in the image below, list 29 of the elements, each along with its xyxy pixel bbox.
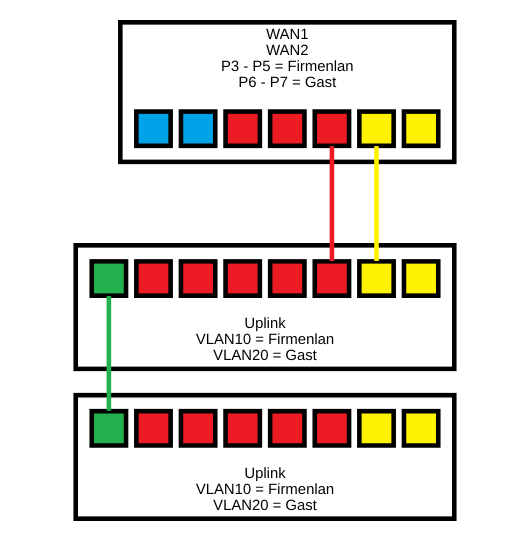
node-box bbox=[134, 259, 172, 298]
node-box bbox=[401, 109, 440, 148]
node-box bbox=[312, 408, 351, 448]
cluster: Uplink VLAN10 = Firmenlan VLAN20 = Gast bbox=[72, 392, 456, 521]
cluster: Uplink VLAN10 = Firmenlan VLAN20 = Gast bbox=[72, 243, 456, 372]
node-box bbox=[267, 259, 306, 298]
node-box bbox=[178, 408, 218, 448]
connector bbox=[329, 146, 334, 261]
node-box bbox=[222, 259, 262, 298]
node-box bbox=[222, 109, 262, 148]
node-box bbox=[222, 408, 262, 448]
node-box bbox=[356, 408, 396, 448]
connector bbox=[374, 146, 378, 261]
node-box bbox=[88, 408, 128, 448]
node-box bbox=[178, 109, 218, 148]
node-box bbox=[312, 259, 351, 298]
node-box bbox=[267, 408, 306, 448]
node-box bbox=[134, 109, 172, 148]
node-box bbox=[267, 109, 306, 148]
connector bbox=[106, 296, 111, 411]
node-box bbox=[401, 259, 440, 298]
node-box bbox=[134, 408, 172, 448]
node-box bbox=[356, 259, 396, 298]
node-box bbox=[401, 408, 440, 448]
node-box bbox=[178, 259, 218, 298]
cluster: WAN1 WAN2 P3 - P5 = Firmenlan P6 - P7 = Gast bbox=[118, 20, 456, 164]
node-box bbox=[88, 259, 128, 298]
node-box bbox=[312, 109, 351, 148]
node-box bbox=[356, 109, 396, 148]
